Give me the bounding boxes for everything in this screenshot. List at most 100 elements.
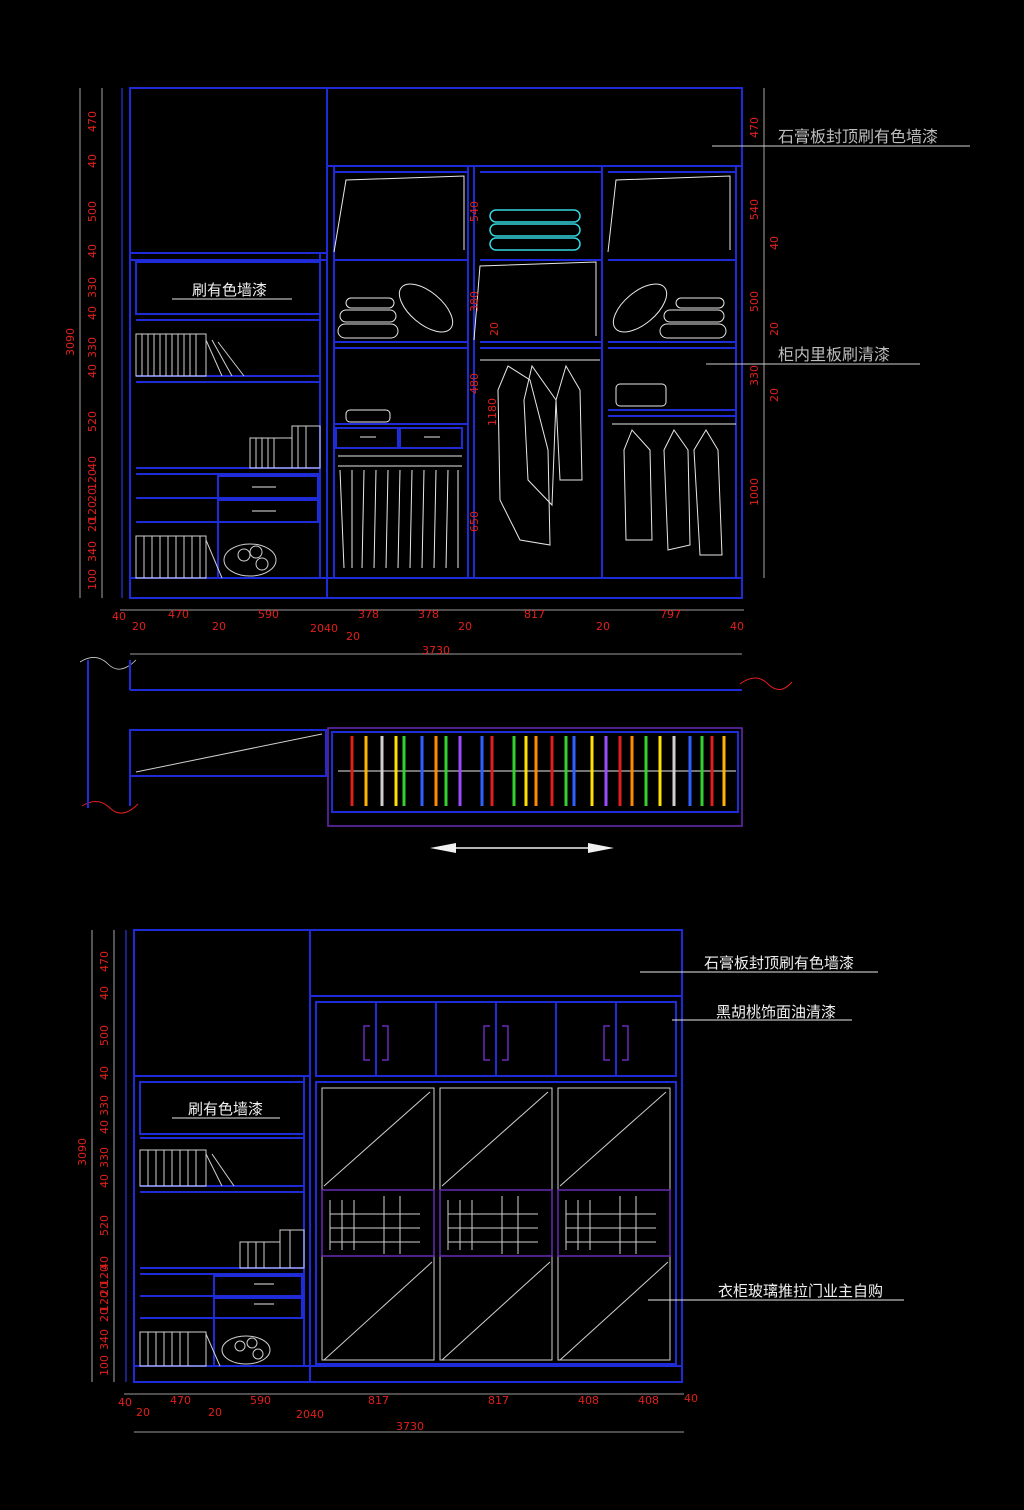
dim-330: 330 xyxy=(86,277,99,298)
dim-330: 330 xyxy=(98,1095,111,1116)
dim-40: 40 xyxy=(86,306,99,320)
bottom-left-dims: 470 40 500 40 330 40 330 40 520 40 120 2… xyxy=(76,951,111,1376)
dim-470: 470 xyxy=(170,1394,191,1407)
dim-20: 20 xyxy=(98,1308,111,1322)
bottom-bottom-dims: 40 20 470 20 590 2040 817 817 408 408 40… xyxy=(118,1392,698,1433)
bottom-door-note: 衣柜玻璃推拉门业主自购 xyxy=(718,1282,883,1300)
dim-120: 120 xyxy=(98,1265,111,1286)
dim-40: 40 xyxy=(86,364,99,378)
dim-20: 20 xyxy=(208,1406,222,1419)
dim-40: 40 xyxy=(730,620,744,633)
dim-120: 120 xyxy=(86,469,99,490)
dim-20: 20 xyxy=(768,322,781,336)
dim-40: 40 xyxy=(98,1256,111,1270)
dim-340: 340 xyxy=(98,1329,111,1350)
dim-20: 20 xyxy=(596,620,610,633)
dim-330: 330 xyxy=(98,1147,111,1168)
dim-120: 120 xyxy=(98,1291,111,1312)
walnut-door-handles xyxy=(363,1025,629,1061)
dim-40: 40 xyxy=(768,236,781,250)
plan-hangers xyxy=(350,736,726,806)
dim-40: 40 xyxy=(112,610,126,623)
dim-20: 20 xyxy=(212,620,226,633)
dim-40: 40 xyxy=(118,1396,132,1409)
dim-500: 500 xyxy=(98,1025,111,1046)
bottom-elevation: 470 40 500 40 330 40 330 40 520 40 120 2… xyxy=(76,929,904,1433)
dim-470: 470 xyxy=(168,608,189,621)
dim-540: 540 xyxy=(468,201,481,222)
dim-20: 20 xyxy=(86,518,99,532)
dim-330: 330 xyxy=(748,365,761,386)
top-ceiling-hatch xyxy=(326,87,743,167)
dim-40: 40 xyxy=(86,154,99,168)
dim-total-height: 3090 xyxy=(64,328,77,356)
top-interior-note: 柜内里板刷清漆 xyxy=(778,345,890,364)
dim-total-width: 3730 xyxy=(396,1420,424,1433)
bottom-ceiling-hatch xyxy=(309,929,683,997)
dim-590: 590 xyxy=(250,1394,271,1407)
plan-left-cabinet xyxy=(129,729,327,777)
top-books-upper xyxy=(135,333,245,377)
dim-120: 120 xyxy=(86,501,99,522)
top-bottom-dims: 40 20 470 20 590 2040 20 378 378 20 817 … xyxy=(112,608,744,657)
top-folded-clothes-right xyxy=(612,283,727,407)
top-wall-paint-label: 刷有色墙漆 xyxy=(192,281,267,299)
top-hanging-coats xyxy=(480,359,736,556)
plan-view xyxy=(79,657,793,853)
bottom-outer-frame xyxy=(133,929,683,1383)
top-left-dims: 470 40 500 40 330 40 330 40 520 40 120 2… xyxy=(64,111,99,590)
bottom-wall-paint-label: 刷有色墙漆 xyxy=(188,1100,263,1118)
top-folded-clothes-left xyxy=(337,283,454,423)
dim-408: 408 xyxy=(638,1394,659,1407)
dim-470: 470 xyxy=(748,117,761,138)
top-books-mid xyxy=(249,425,321,469)
dim-330: 330 xyxy=(86,337,99,358)
dim-540: 540 xyxy=(748,199,761,220)
dim-20: 20 xyxy=(136,1406,150,1419)
dim-20: 20 xyxy=(458,620,472,633)
dim-100: 100 xyxy=(98,1355,111,1376)
top-towels xyxy=(489,209,581,251)
dim-378: 378 xyxy=(358,608,379,621)
dim-408: 408 xyxy=(578,1394,599,1407)
dim-470: 470 xyxy=(86,111,99,132)
top-inner-dims: 540 380 20 480 1180 650 xyxy=(468,201,501,532)
dim-480: 480 xyxy=(468,373,481,394)
dim-500: 500 xyxy=(748,291,761,312)
top-books-lower xyxy=(135,535,277,579)
dim-470: 470 xyxy=(98,951,111,972)
dim-40: 40 xyxy=(86,456,99,470)
dim-20: 20 xyxy=(488,322,501,336)
dim-20: 20 xyxy=(346,630,360,643)
dim-total-height: 3090 xyxy=(76,1138,89,1166)
bottom-books xyxy=(139,1149,305,1367)
dim-817: 817 xyxy=(368,1394,389,1407)
top-hanging-trousers xyxy=(339,469,459,569)
sliding-direction-arrow xyxy=(430,843,614,853)
dim-20: 20 xyxy=(768,388,781,402)
glass-sliding-doors xyxy=(321,1087,671,1361)
dim-40: 40 xyxy=(684,1392,698,1405)
dim-817: 817 xyxy=(524,608,545,621)
dim-total-width: 3730 xyxy=(422,644,450,657)
dim-380: 380 xyxy=(468,291,481,312)
plan-hanging-section xyxy=(327,727,743,827)
dim-378: 378 xyxy=(418,608,439,621)
dim-817: 817 xyxy=(488,1394,509,1407)
dim-2040: 2040 xyxy=(310,622,338,635)
dim-20: 20 xyxy=(98,1282,111,1296)
top-elevation: 470 40 500 40 330 40 330 40 520 40 120 2… xyxy=(64,87,970,657)
dim-100: 100 xyxy=(86,569,99,590)
dim-500: 500 xyxy=(86,201,99,222)
top-right-dims: 470 540 40 500 20 330 20 1000 xyxy=(748,117,781,506)
bottom-ceiling-note: 石膏板封顶刷有色墙漆 xyxy=(704,954,854,972)
dim-40: 40 xyxy=(86,244,99,258)
dim-20: 20 xyxy=(86,488,99,502)
dim-40: 40 xyxy=(98,1120,111,1134)
dim-590: 590 xyxy=(258,608,279,621)
dim-1180: 1180 xyxy=(486,398,499,426)
dim-40: 40 xyxy=(98,986,111,1000)
dim-1000: 1000 xyxy=(748,478,761,506)
dim-520: 520 xyxy=(98,1215,111,1236)
